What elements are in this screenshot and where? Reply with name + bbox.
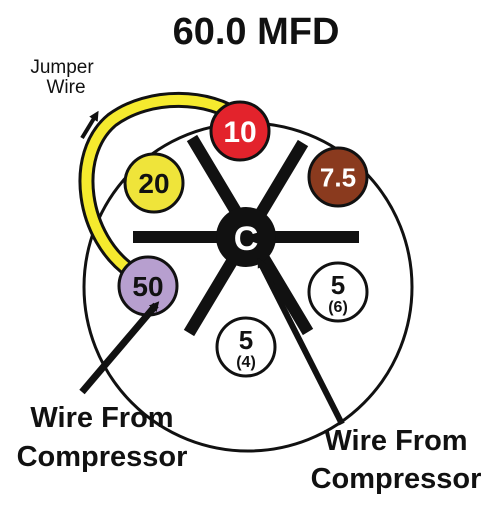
terminal-label: 5	[331, 270, 345, 300]
terminal-label: 50	[132, 271, 163, 302]
terminal-circle	[215, 316, 277, 378]
terminal-label: 5	[239, 325, 253, 355]
common-terminal: C	[216, 207, 276, 267]
terminal-circle	[123, 152, 185, 214]
jumper-label-line2: Wire	[46, 77, 85, 98]
terminal-10: 10	[209, 100, 271, 162]
right-compressor-arrow	[257, 257, 345, 426]
jumper-wire	[78, 91, 248, 280]
terminal-circle	[307, 261, 369, 323]
left-callout-line2: Compressor	[17, 441, 188, 473]
terminal-label: 7.5	[320, 162, 356, 192]
common-terminal-label: C	[234, 220, 259, 258]
left-compressor-arrow	[79, 301, 160, 395]
jumper-label-arrow	[80, 110, 99, 140]
terminal-label: 20	[138, 168, 169, 199]
jumper-label-line1: Jumper	[30, 57, 94, 78]
terminal-5-4: 5(4)	[215, 316, 277, 378]
terminal-50: 50	[117, 255, 179, 317]
terminal-sublabel: (4)	[236, 354, 256, 371]
terminal-sublabel: (6)	[328, 299, 348, 316]
right-callout-line2: Compressor	[311, 463, 482, 495]
terminal-20: 20	[123, 152, 185, 214]
terminal-7-5: 7.5	[307, 146, 369, 208]
terminal-circle	[307, 146, 369, 208]
right-callout-line1: Wire From	[324, 425, 467, 457]
terminal-5-6: 5(6)	[307, 261, 369, 323]
left-callout-line1: Wire From	[30, 402, 173, 434]
title: 60.0 MFD	[173, 11, 340, 53]
terminal-circle	[209, 100, 271, 162]
terminal-label: 10	[223, 116, 256, 149]
